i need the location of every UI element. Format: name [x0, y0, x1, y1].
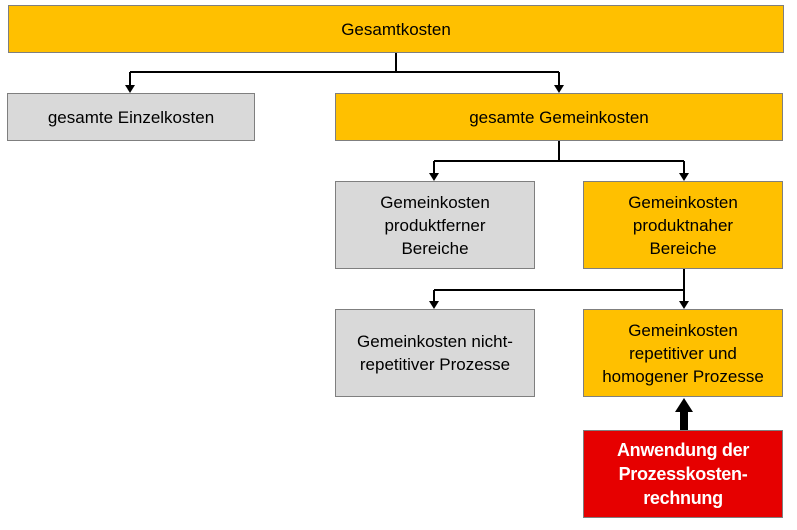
overhead-remote-label: Gemeinkosten produktferner Bereiche	[380, 192, 490, 258]
overhead-near-box: Gemeinkosten produktnaher Bereiche	[583, 181, 783, 269]
application-box: Anwendung der Prozesskosten- rechnung	[583, 430, 783, 518]
total-costs-box: Gesamtkosten	[8, 5, 784, 53]
direct-costs-box: gesamte Einzelkosten	[7, 93, 255, 141]
connector-application-arrow	[675, 398, 693, 430]
connector-near	[429, 269, 689, 309]
overhead-repetitive-label: Gemeinkosten repetitiver und homogener P…	[602, 320, 764, 386]
overhead-non-repetitive-box: Gemeinkosten nicht- repetitiver Prozesse	[335, 309, 535, 397]
overhead-costs-box: gesamte Gemeinkosten	[335, 93, 783, 141]
connector-total	[125, 53, 564, 93]
overhead-non-repetitive-label: Gemeinkosten nicht- repetitiver Prozesse	[357, 332, 513, 374]
total-costs-label: Gesamtkosten	[341, 19, 451, 39]
connector-overhead	[429, 141, 689, 181]
overhead-costs-label: gesamte Gemeinkosten	[469, 107, 649, 127]
overhead-near-label: Gemeinkosten produktnaher Bereiche	[628, 192, 738, 258]
direct-costs-label: gesamte Einzelkosten	[47, 107, 215, 127]
overhead-repetitive-box: Gemeinkosten repetitiver und homogener P…	[583, 309, 783, 397]
application-label: Anwendung der Prozesskosten- rechnung	[616, 440, 750, 508]
overhead-remote-box: Gemeinkosten produktferner Bereiche	[335, 181, 535, 269]
